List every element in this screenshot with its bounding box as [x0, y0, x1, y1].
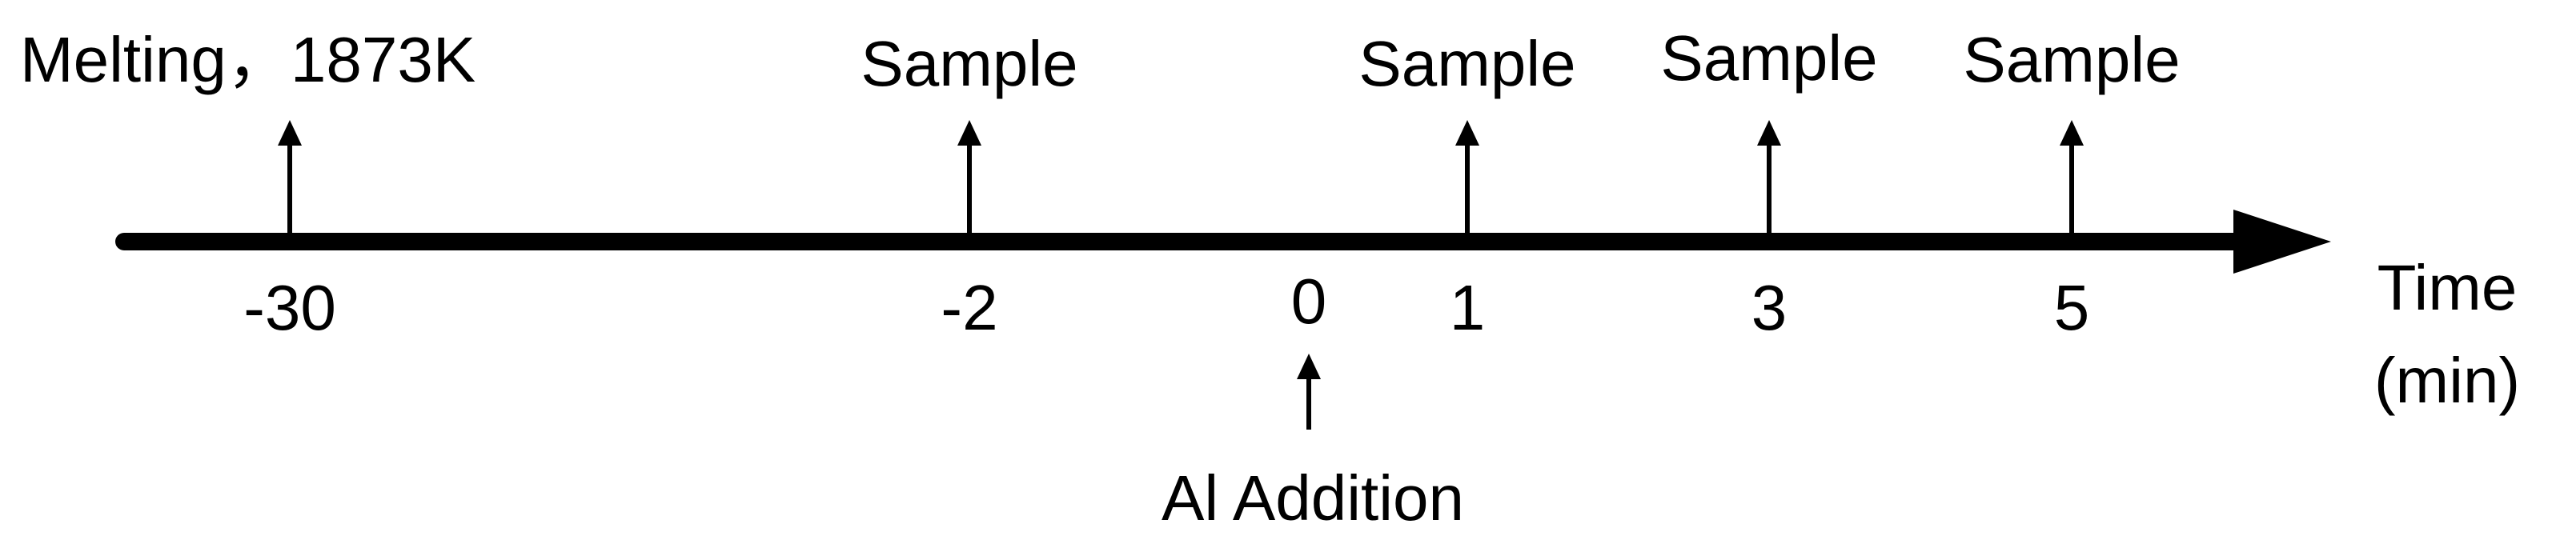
event-marker-arrowhead — [278, 120, 302, 146]
event-marker-arrowhead — [2060, 120, 2084, 146]
event-label: Sample — [1358, 28, 1575, 99]
event-sample-3: Sample 3 — [1660, 22, 1877, 343]
event-marker-arrowhead — [1455, 120, 1479, 146]
event-label: Sample — [1660, 22, 1877, 94]
event-marker-arrowhead — [957, 120, 981, 146]
event-al-addition: 0 Al Addition — [1162, 266, 1464, 534]
event-sample-4: Sample 5 — [1963, 24, 2180, 343]
event-label: Melting，1873K — [20, 24, 475, 95]
tick-label: 3 — [1751, 272, 1788, 343]
axis-label-time: Time — [2377, 252, 2518, 323]
event-label: Al Addition — [1162, 462, 1464, 534]
event-sample-2: Sample 1 — [1358, 28, 1575, 343]
tick-label: -30 — [243, 272, 336, 343]
event-marker-arrowhead — [1297, 354, 1321, 379]
tick-label: 5 — [2054, 272, 2090, 343]
event-sample-1: Sample -2 — [861, 28, 1077, 343]
event-marker-arrowhead — [1757, 120, 1781, 146]
event-label: Sample — [1963, 24, 2180, 95]
time-axis-arrowhead — [2233, 210, 2331, 274]
event-label: Sample — [861, 28, 1077, 99]
tick-label: 0 — [1291, 266, 1327, 337]
tick-label: -2 — [941, 272, 997, 343]
axis-label-unit: (min) — [2374, 345, 2520, 416]
event-melting: Melting，1873K -30 — [20, 24, 475, 343]
tick-label: 1 — [1450, 272, 1486, 343]
